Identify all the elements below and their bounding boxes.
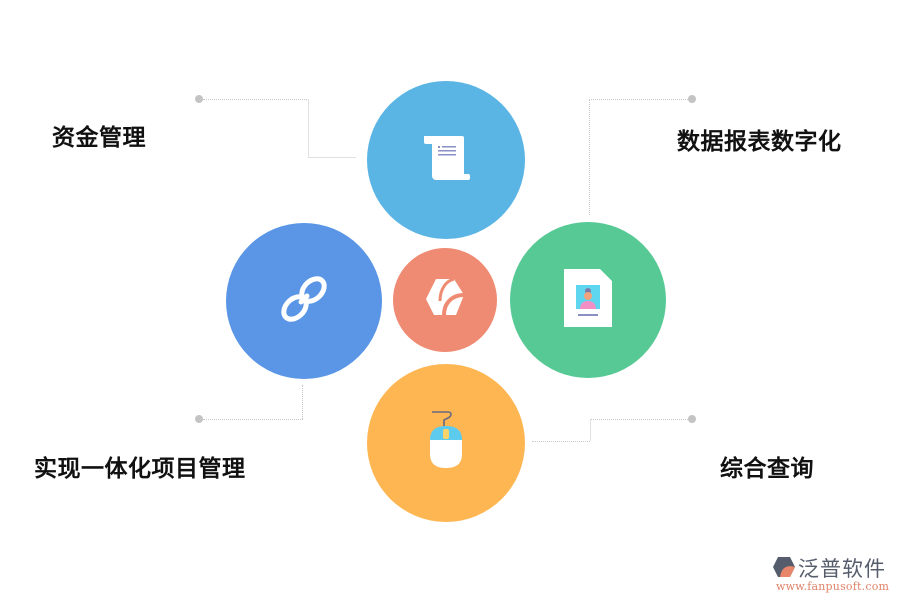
link-chain-icon [274, 269, 334, 333]
node-left-circle [226, 223, 382, 379]
connector-line [590, 419, 688, 420]
connector-line [589, 99, 590, 215]
label-fund-management: 资金管理 [52, 125, 146, 151]
connector-line [308, 157, 356, 158]
computer-mouse-icon [424, 410, 468, 476]
connector-line [589, 99, 688, 100]
connector-line [590, 419, 591, 441]
connector-line [308, 99, 309, 157]
connector-line [203, 99, 309, 100]
brand-hexagon-icon [422, 275, 468, 325]
node-bottom-circle [367, 364, 525, 522]
scroll-document-icon [418, 132, 474, 188]
id-card-document-icon [562, 267, 614, 333]
connector-line [302, 385, 303, 419]
connector-dot-top-left [195, 95, 203, 103]
node-right-circle [510, 222, 666, 378]
brand-logo-icon [772, 556, 796, 582]
label-comprehensive-query: 综合查询 [720, 456, 814, 482]
connector-line [532, 441, 590, 442]
connector-dot-top-right [688, 95, 696, 103]
center-circle [393, 248, 497, 352]
brand-logo: 泛普软件 www.fanpusoft.com [772, 553, 897, 598]
connector-dot-bottom-right [688, 415, 696, 423]
brand-logo-url: www.fanpusoft.com [776, 580, 890, 593]
label-integrated-project-management: 实现一体化项目管理 [34, 456, 246, 482]
brand-logo-name: 泛普软件 [798, 557, 886, 581]
connector-line [203, 419, 303, 420]
node-top-circle [367, 81, 525, 239]
label-report-digitization: 数据报表数字化 [677, 129, 842, 155]
connector-dot-bottom-left [195, 415, 203, 423]
